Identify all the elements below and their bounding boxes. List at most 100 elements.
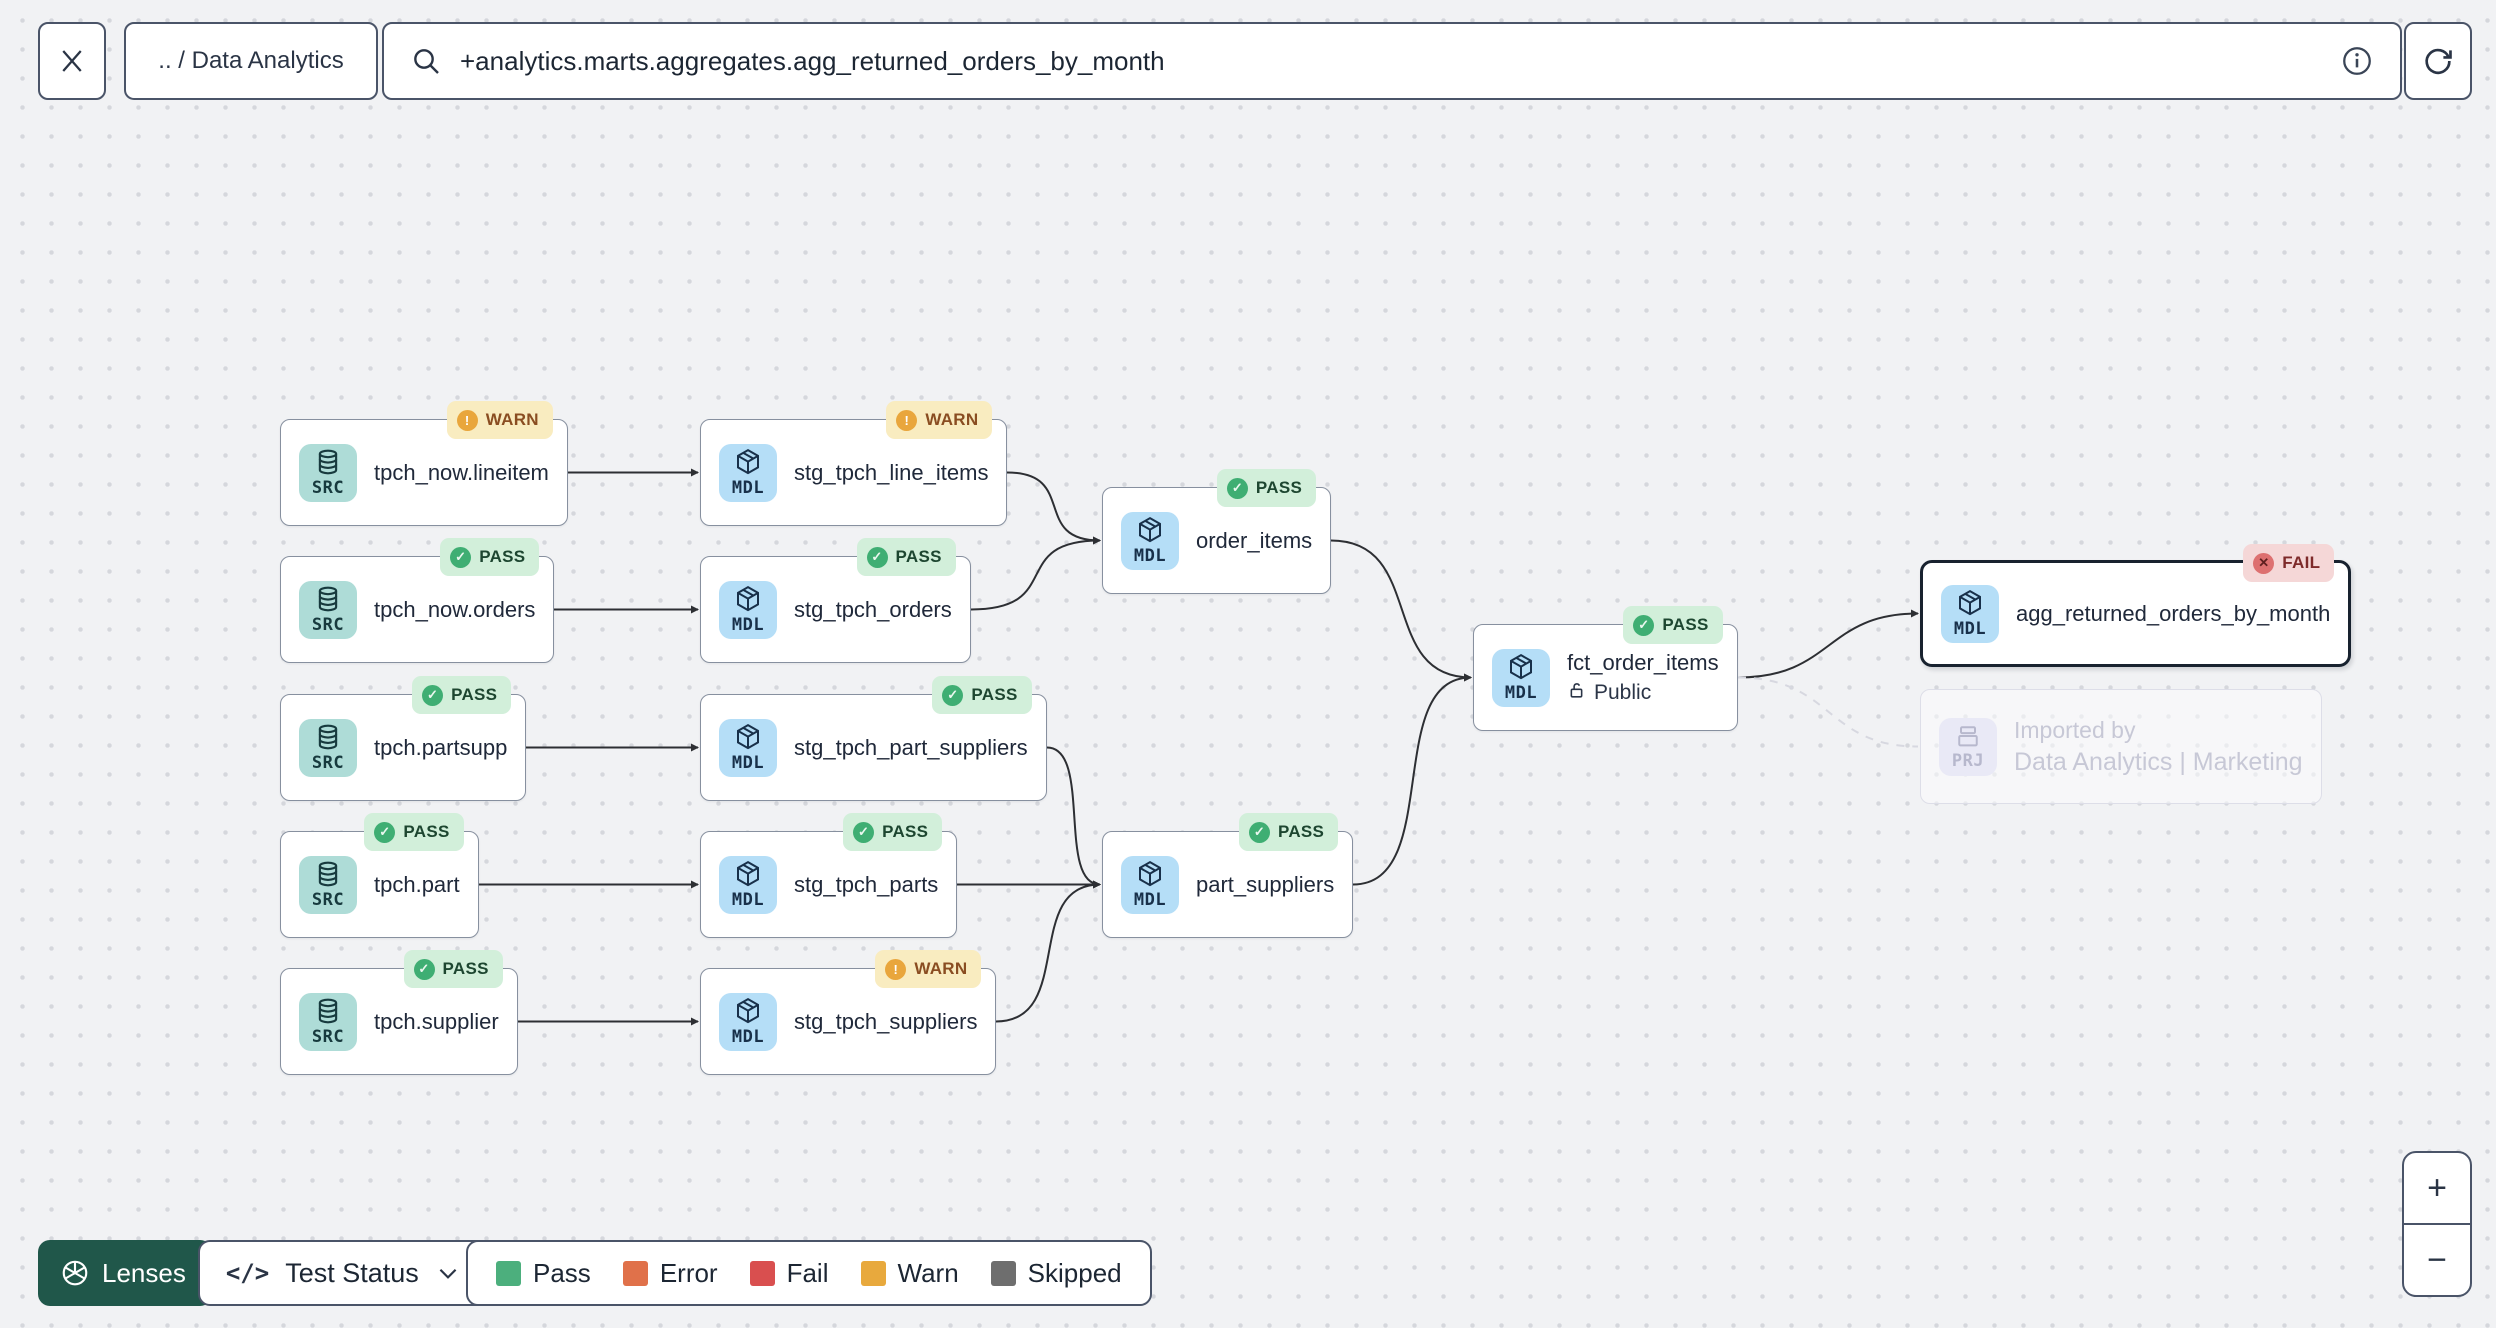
status-badge-label: PASS — [895, 547, 942, 566]
legend-swatch-fail — [749, 1260, 775, 1286]
breadcrumb[interactable]: .. / Data Analytics — [124, 22, 378, 100]
src-type-icon: SRC — [299, 580, 357, 639]
warn-status-icon: ! — [896, 409, 918, 431]
aperture-icon — [60, 1258, 90, 1288]
status-badge-pass: ✓PASS — [1238, 813, 1339, 851]
pass-status-icon: ✓ — [450, 546, 472, 568]
src-type-icon: SRC — [299, 443, 357, 502]
node-text: stg_tpch_line_items — [794, 460, 988, 486]
node-title: tpch.partsupp — [374, 734, 508, 760]
warn-status-icon: ! — [885, 958, 907, 980]
legend-swatch-warn — [860, 1260, 886, 1286]
legend-swatch-error — [622, 1260, 648, 1286]
graph-node-stg_tpch_suppliers[interactable]: ! WARN MDL stg_tpch_suppliers — [700, 950, 997, 1075]
node-title: stg_tpch_suppliers — [794, 1008, 978, 1034]
node-text: tpch_now.lineitem — [374, 460, 549, 486]
node-title: fct_order_items — [1567, 649, 1719, 675]
legend-swatch-skipped — [990, 1260, 1016, 1286]
code-icon: </> — [225, 1259, 270, 1287]
mdl-type-icon: MDL — [719, 718, 777, 777]
status-badge-pass: ✓PASS — [856, 538, 956, 576]
edge-stg_tpch_part_suppliers-to-part_suppliers — [1046, 746, 1101, 889]
zoom-in-button[interactable]: + — [2404, 1153, 2470, 1225]
info-icon[interactable] — [2340, 44, 2374, 78]
node-title: part_suppliers — [1196, 871, 1335, 897]
mdl-type-icon: MDL — [719, 992, 777, 1051]
legend-item-error: Error — [622, 1257, 718, 1289]
search-bar — [382, 22, 2402, 100]
pass-status-icon: ✓ — [413, 958, 435, 980]
src-type-icon: SRC — [299, 855, 357, 914]
lens-selector-dropdown[interactable]: </> Test Status — [197, 1240, 489, 1306]
pass-status-icon: ✓ — [1248, 821, 1270, 843]
edge-stg_tpch_suppliers-to-part_suppliers — [995, 880, 1101, 1023]
edge-fct_order_items-to-imported_by — [1737, 676, 1919, 748]
legend-item-pass: Pass — [496, 1258, 591, 1289]
status-badge-label: PASS — [1662, 615, 1709, 634]
pass-status-icon: ✓ — [1226, 477, 1248, 499]
node-text: tpch_now.orders — [374, 597, 535, 623]
mdl-type-icon: MDL — [1121, 511, 1179, 570]
chevron-down-icon — [435, 1260, 461, 1286]
close-icon — [57, 46, 87, 76]
node-text: part_suppliers — [1196, 872, 1334, 898]
status-badge-pass: ✓PASS — [932, 676, 1032, 714]
status-badge-label: WARN — [914, 959, 968, 978]
pass-status-icon: ✓ — [853, 821, 875, 843]
zoom-controls: + − — [2402, 1151, 2472, 1297]
refresh-icon — [2421, 44, 2455, 78]
breadcrumb-label: .. / Data Analytics — [158, 47, 344, 74]
legend-label: Fail — [786, 1257, 829, 1288]
search-icon — [410, 45, 442, 77]
status-badge-fail: ✕FAIL — [2243, 544, 2335, 582]
legend-item-skipped: Skipped — [990, 1257, 1122, 1289]
node-text: stg_tpch_parts — [794, 872, 938, 898]
status-badge-pass: ✓PASS — [843, 813, 943, 851]
warn-status-icon: ! — [456, 409, 478, 431]
legend-label: Error — [659, 1257, 718, 1288]
status-badge-label: WARN — [925, 410, 979, 429]
status-badge-pass: ✓PASS — [364, 813, 464, 851]
status-badge-warn: ! WARN — [886, 401, 993, 439]
node-access-subtitle: Public — [1567, 681, 1719, 706]
node-title: stg_tpch_parts — [794, 871, 939, 897]
lock-open-icon — [1567, 681, 1586, 706]
status-badge-pass: ✓PASS — [440, 538, 540, 576]
graph-node-tpch_now_orders[interactable]: ✓PASS SRC tpch_now.orders — [280, 538, 555, 663]
edge-stg_tpch_orders-to-order_items — [970, 536, 1101, 611]
status-badge-label: FAIL — [2282, 553, 2321, 572]
refresh-button[interactable] — [2404, 22, 2472, 100]
status-badge-label: PASS — [442, 959, 489, 978]
legend-item-fail: Fail — [749, 1257, 829, 1289]
legend-label: Pass — [533, 1257, 591, 1288]
search-input[interactable] — [460, 45, 2322, 77]
status-badge-label: PASS — [451, 685, 498, 704]
pass-status-icon: ✓ — [942, 684, 964, 706]
status-badge-pass: ✓PASS — [1216, 469, 1317, 507]
graph-node-stg_tpch_parts[interactable]: ✓PASS MDL stg_tpch_parts — [700, 813, 958, 938]
footer-controls: Lenses </> Test Status — [38, 1240, 489, 1306]
status-badge-label: PASS — [403, 822, 450, 841]
legend-label: Skipped — [1027, 1257, 1122, 1288]
zoom-out-button[interactable]: − — [2427, 1240, 2447, 1279]
close-button[interactable] — [38, 22, 106, 100]
mdl-type-icon: MDL — [719, 855, 777, 914]
node-text: tpch.supplier — [374, 1009, 499, 1035]
node-title: tpch_now.lineitem — [374, 459, 549, 485]
lenses-button[interactable]: Lenses — [38, 1240, 212, 1306]
pass-status-icon: ✓ — [422, 684, 444, 706]
